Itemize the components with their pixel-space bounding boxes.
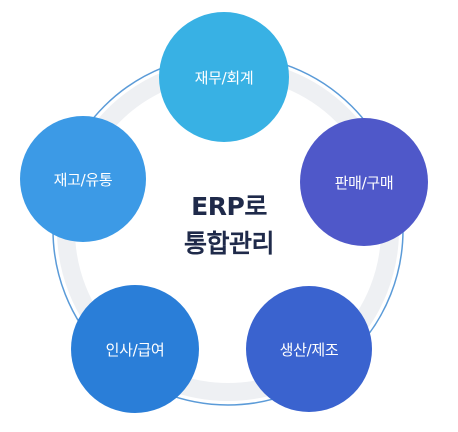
center-title-line2: 통합관리 (183, 229, 275, 258)
module-finance: 재무/회계 (159, 12, 289, 142)
module-hr-payroll: 인사/급여 (71, 285, 199, 413)
center-title-line1: ERP로 (191, 192, 267, 221)
module-finance-label: 재무/회계 (194, 68, 254, 87)
module-production: 생산/제조 (246, 286, 372, 412)
module-inventory-distribution: 재고/유통 (20, 116, 146, 242)
module-sales-purchase: 판매/구매 (300, 118, 428, 246)
module-sales-purchase-label: 판매/구매 (334, 173, 394, 192)
module-inventory-distribution-label: 재고/유통 (53, 170, 113, 189)
module-hr-payroll-label: 인사/급여 (105, 340, 165, 359)
module-production-label: 생산/제조 (279, 340, 339, 359)
center-title: ERP로 통합관리 (134, 188, 324, 262)
